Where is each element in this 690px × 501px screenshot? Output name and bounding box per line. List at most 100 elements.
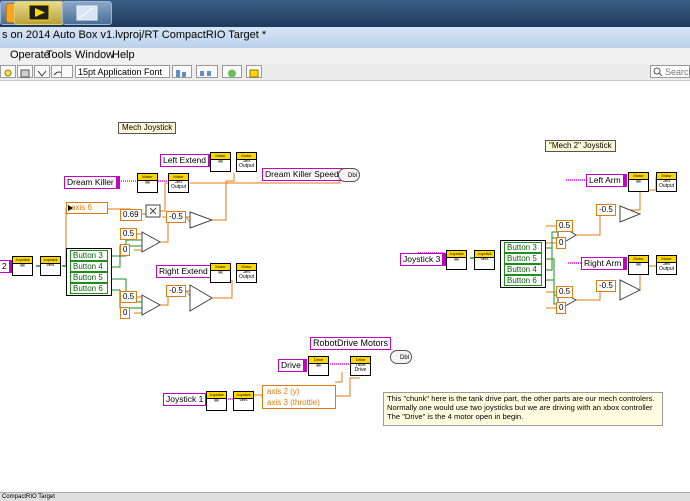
vi-header: Drive [351, 357, 370, 364]
constant-05-d[interactable]: 0.5 [556, 286, 574, 298]
button-6-label: Button 6 [504, 275, 542, 286]
button-4-label: Button 4 [70, 261, 108, 272]
vi-body-icon: ▤ [218, 270, 223, 275]
joystick-edge-control[interactable]: 2 [0, 260, 13, 273]
taskbar-button-explorer[interactable] [62, 1, 112, 25]
joystick-open-vi[interactable]: Joystick▤ [12, 256, 33, 276]
menu-tools[interactable]: Tools [46, 49, 72, 61]
right-extend-control[interactable]: Right Extend [156, 265, 214, 278]
axis-2-y-label: axis 2 (y) [267, 387, 300, 396]
robotdrive-motors-control[interactable]: RobotDrive Motors [310, 337, 392, 350]
retain-wire-values-icon[interactable] [17, 65, 33, 78]
block-diagram[interactable]: Mech Joystick "Mech 2" Joystick RobotDri… [0, 80, 690, 492]
vi-header: Motor [657, 173, 676, 180]
vi-body-label: Set Output [238, 270, 254, 280]
dream-killer-control[interactable]: Dream Killer [64, 176, 120, 189]
left-extend-control[interactable]: Left Extend [160, 154, 213, 167]
constant-05-c[interactable]: 0.5 [556, 220, 574, 232]
constant-05-b[interactable]: 0.5 [120, 291, 138, 303]
constant-0-b[interactable]: 0 [120, 307, 131, 319]
window-icon [76, 5, 98, 21]
menu-operate[interactable]: Operate [10, 49, 50, 61]
left-extend-motor-vi[interactable]: Motor▤ [210, 152, 231, 172]
robotdrive-dbl-node[interactable]: Dbl [390, 350, 412, 364]
vi-body-icon: ▤ [214, 398, 219, 403]
vi-header: Motor [138, 174, 157, 181]
drive-control[interactable]: Drive [278, 359, 307, 372]
vi-header: Joystick [207, 392, 226, 399]
reorder-icon[interactable] [222, 65, 242, 78]
constant-neg05-c[interactable]: -0.5 [596, 204, 616, 216]
drive-axis-unbundle[interactable]: axis 2 (y) axis 3 (throttle) [262, 385, 336, 409]
menu-bar: Operate Tools Window Help [0, 48, 690, 65]
highlight-execution-icon[interactable] [0, 65, 16, 78]
vi-body-icon: ▤ [636, 179, 641, 184]
diagram-comment[interactable]: This "chunk" here is the tank drive part… [383, 392, 663, 426]
cleanup-diagram-icon[interactable] [246, 65, 262, 78]
window-title: s on 2014 Auto Box v1.lvproj/RT CompactR… [2, 29, 267, 41]
constant-05-a[interactable]: 0.5 [120, 228, 138, 240]
vi-header: Joystick [475, 251, 494, 258]
vi-body-icon: ▤ [218, 159, 223, 164]
constant-neg05-a[interactable]: -0.5 [166, 211, 186, 223]
constant-neg05-d[interactable]: -0.5 [596, 280, 616, 292]
vi-body-label: Get [480, 257, 489, 262]
dream-killer-motor-vi[interactable]: Motor▤ [137, 173, 158, 193]
dream-killer-speed-dbl-node[interactable]: Dbl [338, 168, 360, 182]
vi-body-label: Set Output [170, 180, 186, 190]
menu-window[interactable]: Window [75, 49, 115, 61]
step-into-icon[interactable] [34, 65, 50, 78]
vi-header: Joystick [41, 257, 60, 264]
axis-3-throttle-label: axis 3 (throttle) [267, 398, 320, 407]
constant-069[interactable]: 0.69 [120, 209, 142, 221]
left-arm-motor-vi[interactable]: Motor▤ [628, 172, 649, 192]
vi-body-label: Get [239, 398, 248, 403]
drive-open-vi[interactable]: Drive▤ [308, 356, 329, 376]
constant-0-d[interactable]: 0 [556, 302, 567, 314]
vi-body-label: Get [46, 263, 55, 268]
vi-header: Joystick [13, 257, 32, 264]
caption-mech-joystick: Mech Joystick [118, 122, 177, 134]
vi-header: Motor [629, 173, 648, 180]
menu-help[interactable]: Help [112, 49, 135, 61]
constant-neg05-b[interactable]: -0.5 [166, 285, 186, 297]
mech-button-unbundle[interactable]: Button 3 Button 4 Button 5 Button 6 [66, 248, 112, 296]
vi-header: Motor [237, 264, 256, 271]
constant-0-c[interactable]: 0 [556, 237, 567, 249]
joystick1-open-vi[interactable]: Joystick▤ [206, 391, 227, 411]
font-select[interactable]: 15pt Application Font [75, 65, 170, 78]
vi-body-icon: ▤ [145, 180, 150, 185]
constant-0-a[interactable]: 0 [120, 244, 131, 256]
joystick3-open-vi[interactable]: Joystick▤ [446, 250, 467, 270]
right-extend-motor-vi[interactable]: Motor▤ [210, 263, 231, 283]
align-objects-icon[interactable] [172, 65, 192, 78]
taskbar-button-labview[interactable] [14, 1, 64, 25]
button-3-label: Button 3 [70, 250, 108, 261]
distribute-objects-icon[interactable] [196, 65, 218, 78]
comment-text: This "chunk" here is the tank drive part… [387, 394, 655, 421]
window-titlebar: s on 2014 Auto Box v1.lvproj/RT CompactR… [0, 27, 690, 49]
vi-header: Drive [309, 357, 328, 364]
dream-killer-speed-control[interactable]: Dream Killer Speed [262, 168, 345, 181]
right-arm-control[interactable]: Right Arm [581, 257, 628, 270]
mech2-button-unbundle[interactable]: Button 3 Button 5 Button 4 Button 6 [500, 240, 546, 288]
step-out-icon[interactable] [61, 65, 73, 78]
axis6-unbundle[interactable]: axis 6 [66, 202, 108, 214]
vi-body-label: Set Output [238, 159, 254, 169]
joystick-3-control[interactable]: Joystick 3 [400, 253, 447, 266]
vi-header: Motor [657, 256, 676, 263]
joystick-1-control[interactable]: Joystick 1 [163, 393, 210, 406]
status-target: CompactRIO Target [2, 494, 55, 500]
vi-body-icon: ▤ [454, 257, 459, 262]
left-arm-control[interactable]: Left Arm [586, 174, 627, 187]
right-arm-motor-vi[interactable]: Motor▤ [628, 255, 649, 275]
